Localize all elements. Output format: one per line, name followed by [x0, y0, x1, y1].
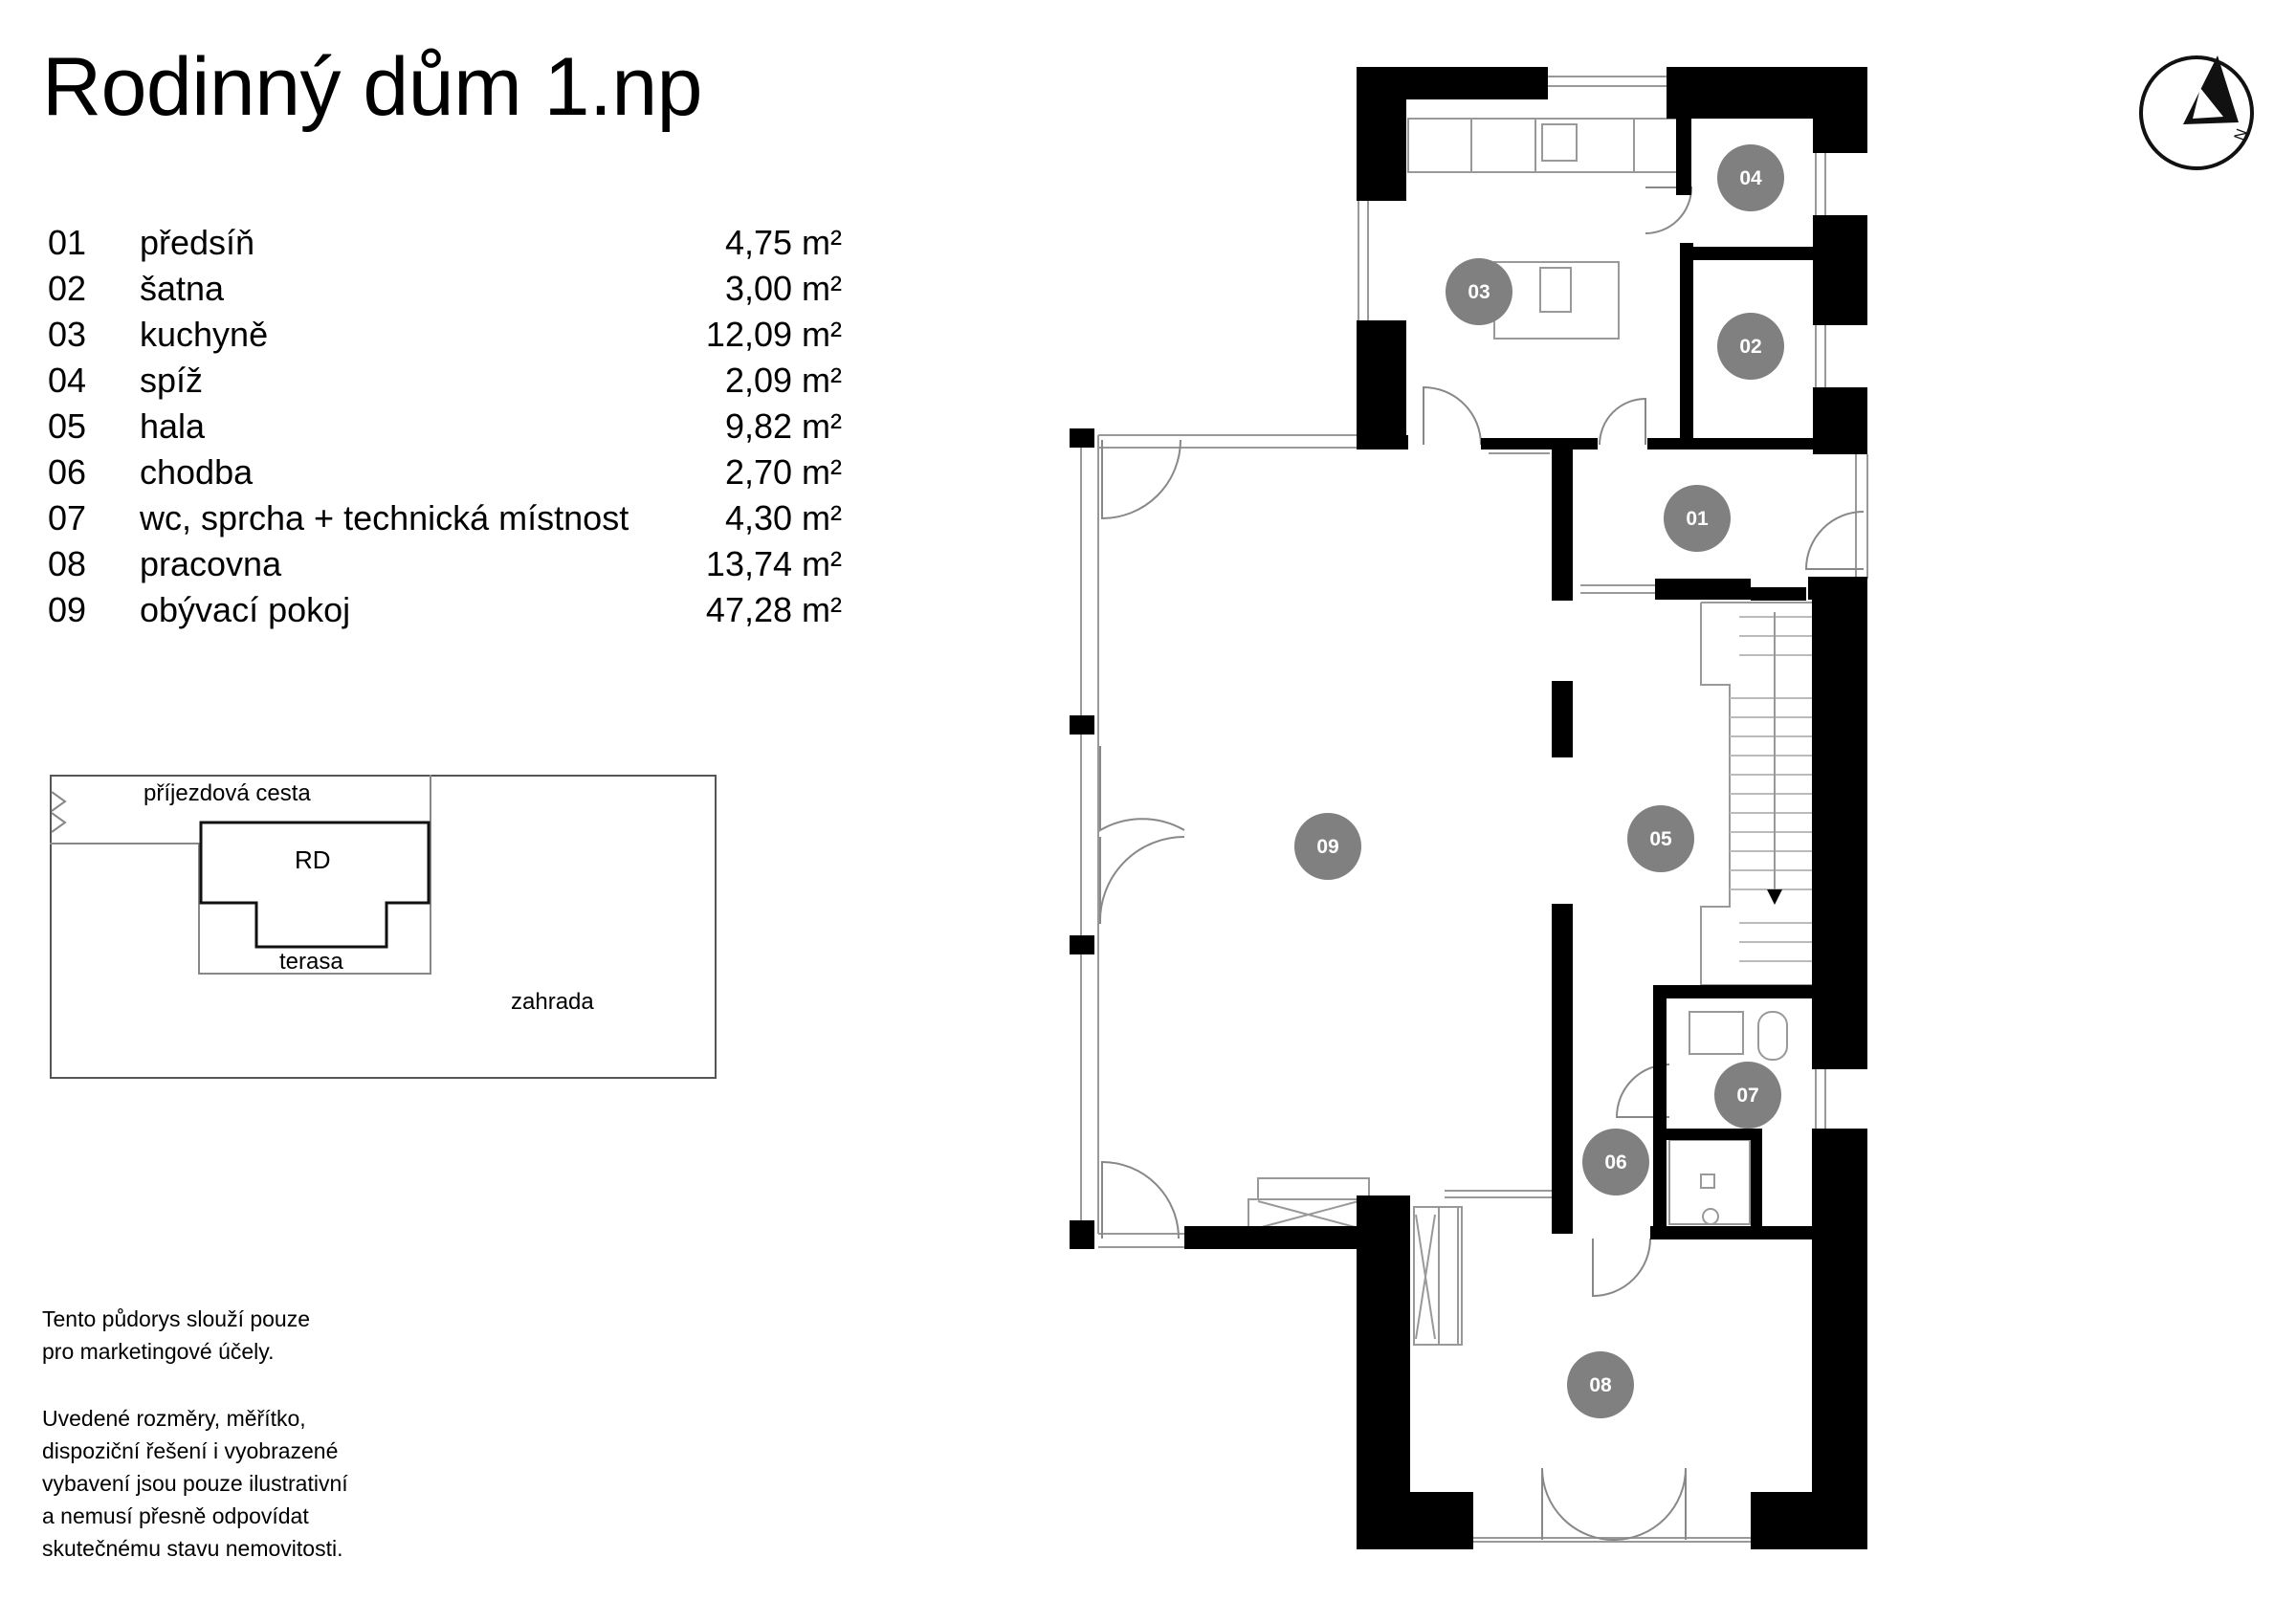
- disclaimer-line: Uvedené rozměry, měřítko,: [42, 1406, 306, 1431]
- room-badge: 05: [1627, 805, 1694, 872]
- site-plan: příjezdová cesta RD terasa zahrada: [50, 775, 717, 1079]
- svg-text:07: 07: [1736, 1085, 1758, 1107]
- room-area: 4,30 m²: [724, 498, 842, 537]
- room-row: 04 spíž 2,09 m²: [48, 358, 842, 404]
- room-name: chodba: [140, 452, 254, 492]
- terrace-label: terasa: [279, 949, 343, 975]
- house-outline: [199, 821, 430, 949]
- disclaimer-detail: Uvedené rozměry, měřítko, dispoziční řeš…: [42, 1402, 463, 1565]
- gate-icon: [51, 791, 67, 812]
- room-area: 9,82 m²: [724, 406, 842, 446]
- room-name: hala: [140, 406, 206, 446]
- room-badge: 03: [1446, 258, 1512, 325]
- svg-text:09: 09: [1316, 836, 1338, 858]
- room-badge: 04: [1717, 144, 1784, 211]
- room-number: 04: [48, 361, 87, 400]
- disclaimer-line: a nemusí přesně odpovídat: [42, 1503, 309, 1528]
- room-area: 2,70 m²: [724, 452, 842, 492]
- disclaimer: Tento půdorys slouží pouze pro marketing…: [42, 1303, 463, 1368]
- room-number: 05: [48, 406, 87, 446]
- svg-text:03: 03: [1468, 281, 1490, 303]
- disclaimer-line: pro marketingové účely.: [42, 1339, 275, 1364]
- svg-text:08: 08: [1589, 1374, 1612, 1396]
- room-row: 09 obývací pokoj 47,28 m²: [48, 587, 842, 633]
- room-name: kuchyně: [140, 315, 269, 354]
- room-name: pracovna: [140, 544, 282, 583]
- room-badges: 04 03 02 01 09 05 07 06 08: [1294, 144, 1784, 1418]
- room-row: 08 pracovna 13,74 m²: [48, 541, 842, 587]
- room-number: 03: [48, 315, 87, 354]
- room-area: 12,09 m²: [705, 315, 842, 354]
- house-label: RD: [295, 845, 331, 874]
- room-badge: 06: [1582, 1129, 1649, 1195]
- svg-text:05: 05: [1649, 828, 1672, 850]
- room-schedule: 01 předsíň 4,75 m² 02 šatna 3,00 m² 03 k…: [48, 220, 842, 633]
- garden-label: zahrada: [511, 989, 594, 1015]
- room-row: 02 šatna 3,00 m²: [48, 266, 842, 312]
- room-area: 2,09 m²: [724, 361, 842, 400]
- svg-text:04: 04: [1739, 167, 1762, 189]
- driveway-label: příjezdová cesta: [144, 780, 311, 806]
- room-badge: 01: [1664, 485, 1731, 552]
- room-number: 08: [48, 544, 87, 583]
- page-title: Rodinný dům 1.np: [42, 41, 703, 133]
- disclaimer-line: vybavení jsou pouze ilustrativní: [42, 1471, 348, 1496]
- room-name: spíž: [140, 361, 204, 400]
- room-number: 01: [48, 223, 87, 262]
- room-area: 47,28 m²: [705, 590, 842, 629]
- room-row: 07 wc, sprcha + technická místnost 4,30 …: [48, 495, 842, 541]
- room-row: 03 kuchyně 12,09 m²: [48, 312, 842, 358]
- disclaimer-line: dispoziční řešení i vyobrazené: [42, 1438, 339, 1463]
- svg-text:01: 01: [1686, 508, 1709, 530]
- room-number: 06: [48, 452, 87, 492]
- svg-text:06: 06: [1604, 1151, 1626, 1173]
- room-name: předsíň: [140, 223, 255, 262]
- compass-north-label: N: [2232, 127, 2251, 143]
- room-number: 02: [48, 269, 87, 308]
- walls: [1070, 67, 1867, 1549]
- room-number: 07: [48, 498, 87, 537]
- stair-arrow-icon: [1767, 889, 1782, 905]
- room-number: 09: [48, 590, 87, 629]
- svg-text:02: 02: [1739, 336, 1761, 358]
- room-badge: 08: [1567, 1351, 1634, 1418]
- room-badge: 02: [1717, 313, 1784, 380]
- door-swings: [1098, 186, 1865, 1542]
- room-area: 4,75 m²: [724, 223, 842, 262]
- room-name: šatna: [140, 269, 225, 308]
- room-badge: 09: [1294, 813, 1361, 880]
- room-area: 13,74 m²: [705, 544, 842, 583]
- room-row: 05 hala 9,82 m²: [48, 404, 842, 450]
- room-row: 01 předsíň 4,75 m²: [48, 220, 842, 266]
- room-name: obývací pokoj: [140, 590, 351, 629]
- room-row: 06 chodba 2,70 m²: [48, 450, 842, 495]
- room-area: 3,00 m²: [724, 269, 842, 308]
- disclaimer-line: Tento půdorys slouží pouze: [42, 1306, 311, 1331]
- disclaimer-line: skutečnému stavu nemovitosti.: [42, 1536, 343, 1561]
- room-name: wc, sprcha + technická místnost: [140, 498, 629, 537]
- room-badge: 07: [1714, 1062, 1781, 1129]
- compass-icon: N: [2139, 55, 2254, 170]
- site-plan-drawing: [50, 775, 431, 975]
